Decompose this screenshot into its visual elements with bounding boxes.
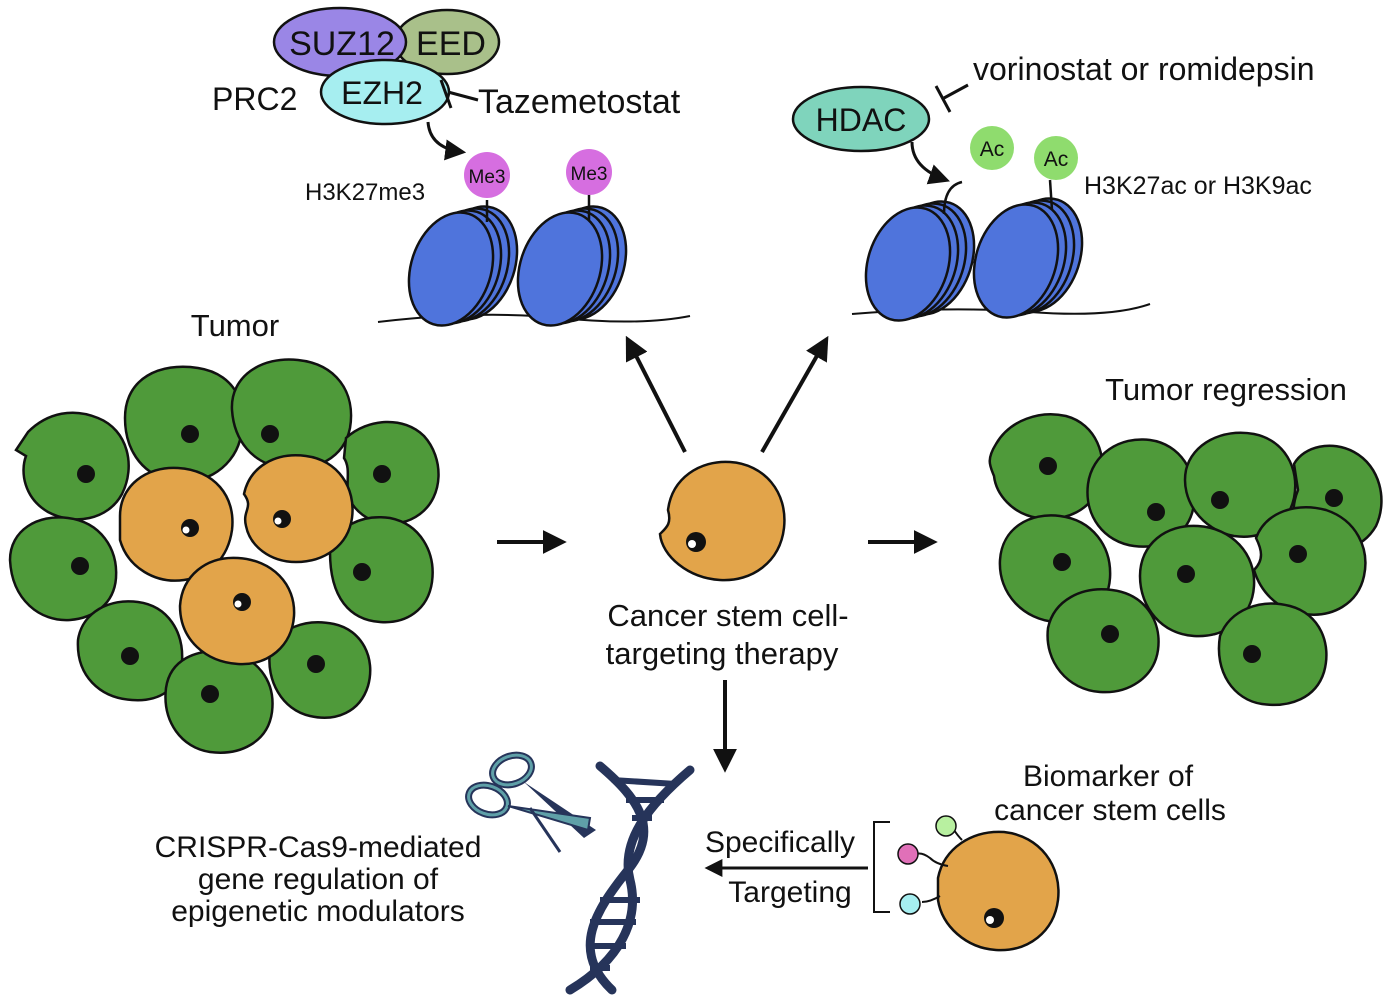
targeting-label: Targeting <box>728 876 851 909</box>
ac-badge <box>1034 136 1078 180</box>
biomarker-label-line2: cancer stem cells <box>994 794 1226 827</box>
cancer-stem-cell <box>118 466 234 582</box>
hdac-enzyme <box>791 85 931 153</box>
marker-cyan <box>899 893 921 915</box>
regression-cluster <box>988 413 1383 707</box>
biomarker-cell <box>897 815 1060 952</box>
scissors-icon <box>465 751 596 853</box>
hdac-inhibit-bar <box>934 85 952 113</box>
tazemetostat-inhibit-bar <box>439 79 453 109</box>
dna-helix-icon <box>565 761 695 995</box>
marker-pink <box>897 843 919 865</box>
green-cell <box>1183 431 1297 538</box>
green-cell <box>8 516 118 622</box>
green-cell <box>164 650 274 754</box>
tumor-regression-label: Tumor regression <box>1105 372 1347 407</box>
hdac-inhibitor-label: vorinostat or romidepsin <box>973 51 1314 87</box>
cancer-stem-cell <box>242 454 354 564</box>
tumor-label: Tumor <box>191 308 279 343</box>
nucleosome <box>407 205 519 327</box>
nucleosome <box>516 205 628 327</box>
green-cell <box>1138 524 1256 638</box>
ac-text: Ac <box>980 138 1005 161</box>
ezh2-label: EZH2 <box>341 75 423 111</box>
green-cell <box>268 621 372 719</box>
cancer-stem-cell <box>178 556 296 666</box>
hdac-inhibit-line <box>943 83 969 100</box>
green-cell <box>230 358 353 470</box>
ac-badge <box>970 126 1014 170</box>
hdac-label: HDAC <box>816 102 907 138</box>
green-cell <box>988 413 1104 520</box>
acetyl-mark-label: H3K27ac or H3K9ac <box>1084 172 1312 200</box>
green-cell <box>14 411 130 521</box>
me3-text: Me3 <box>469 167 506 188</box>
prc2-label: PRC2 <box>212 81 297 117</box>
marker-green <box>935 815 957 837</box>
green-cell <box>123 365 245 484</box>
methylation-arrow <box>426 121 467 161</box>
arrow-to-prc2 <box>625 335 687 453</box>
tumor-cluster <box>8 358 440 754</box>
nucleosome <box>972 197 1084 319</box>
deacetylation-arrow <box>910 141 950 185</box>
ac-text: Ac <box>1044 148 1069 171</box>
tazemetostat-label: Tazemetostat <box>478 83 681 121</box>
crispr-label-line2: gene regulation of <box>198 863 439 896</box>
green-cell <box>342 420 440 526</box>
acetylated-nucleosomes: Ac Ac H3K27ac or H3K9ac <box>851 126 1312 322</box>
me3-badge <box>566 149 612 195</box>
green-cell <box>1217 602 1328 707</box>
therapy-label-line2: targeting therapy <box>606 636 839 671</box>
me3-text: Me3 <box>571 164 608 185</box>
green-cell <box>1046 588 1160 694</box>
suz12-label: SUZ12 <box>289 25 395 63</box>
biomarker-label-line1: Biomarker of <box>1023 760 1194 793</box>
tazemetostat-inhibit-line <box>447 90 479 102</box>
green-cell <box>1252 506 1367 616</box>
prc2-complex: EED SUZ12 EZH2 PRC2 Tazemetostat <box>212 6 681 161</box>
bracket <box>873 821 890 913</box>
h3k27me3-label: H3K27me3 <box>305 179 425 206</box>
nucleosome <box>864 200 976 322</box>
crispr-label-line3: epigenetic modulators <box>171 895 465 928</box>
deacetylated-tail <box>942 180 963 215</box>
crispr-label-line1: CRISPR-Cas9-mediated <box>155 831 482 864</box>
arrow-to-hdac <box>760 335 829 453</box>
methylated-nucleosomes: H3K27me3 Me3 Me3 <box>305 149 691 327</box>
me3-badge <box>464 152 510 198</box>
eed-label: EED <box>416 25 486 63</box>
central-cancer-stem-cell <box>658 460 786 582</box>
hdac-group: vorinostat or romidepsin HDAC <box>791 51 1314 185</box>
specifically-label: Specifically <box>705 826 855 859</box>
therapy-label-line1: Cancer stem cell- <box>607 598 848 633</box>
green-cell <box>328 516 434 624</box>
